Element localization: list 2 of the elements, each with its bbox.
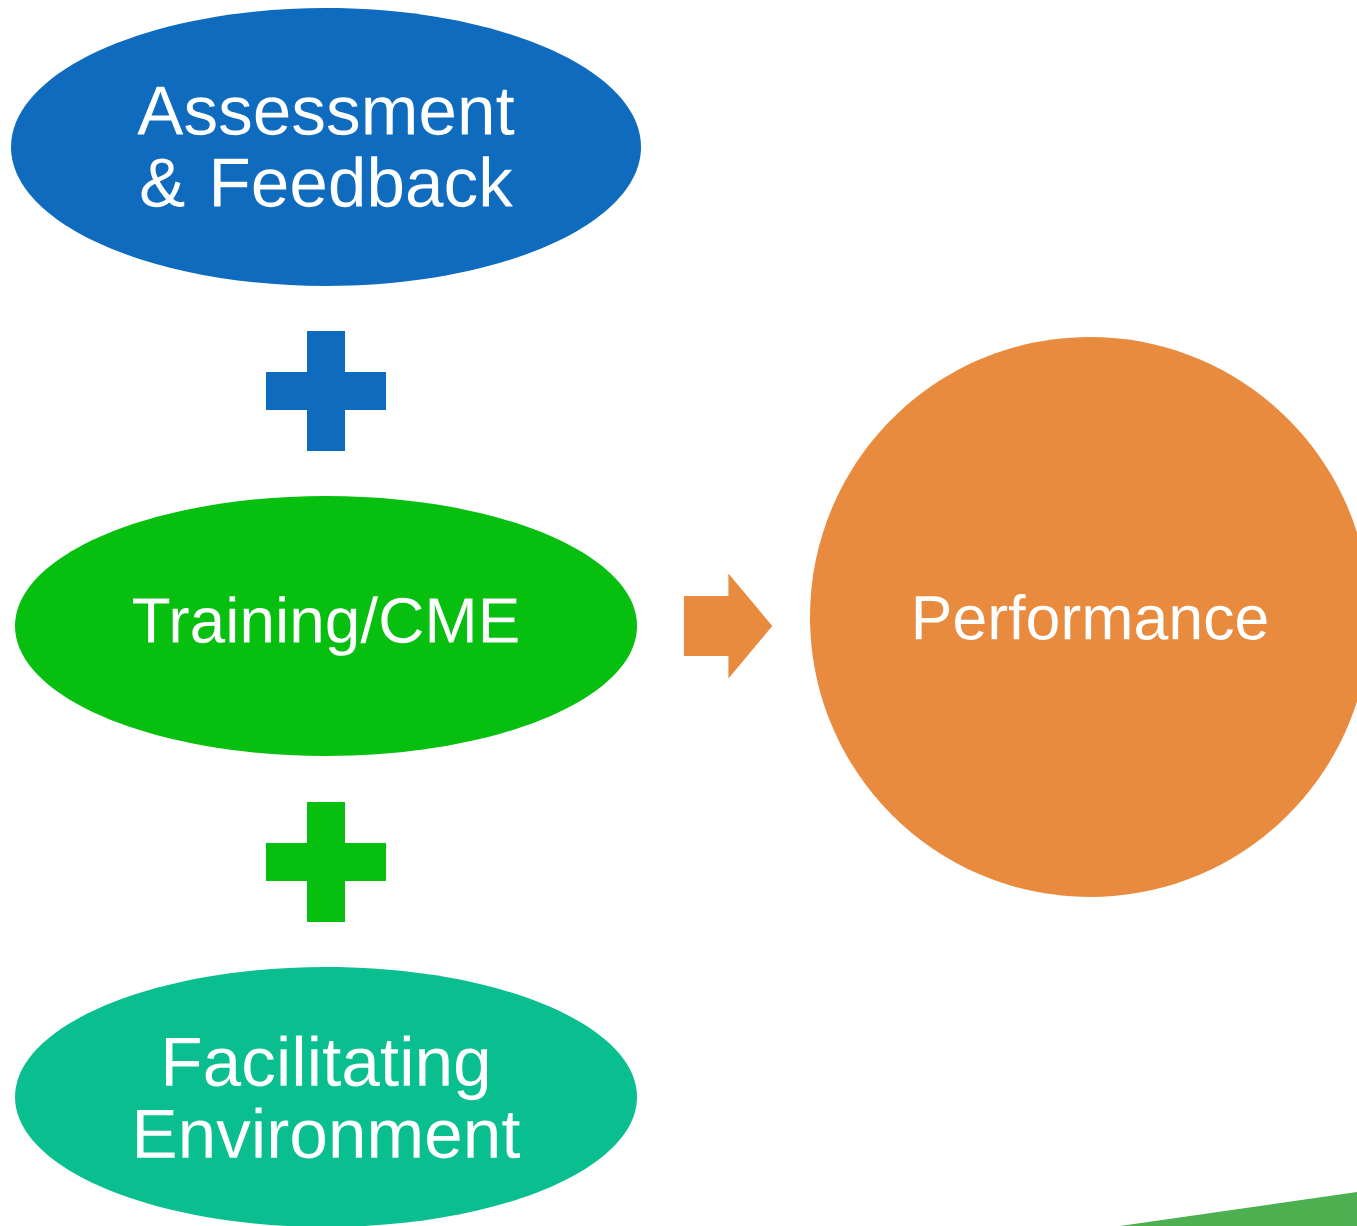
plus-sign bbox=[266, 802, 386, 922]
plus-sign bbox=[266, 331, 386, 451]
